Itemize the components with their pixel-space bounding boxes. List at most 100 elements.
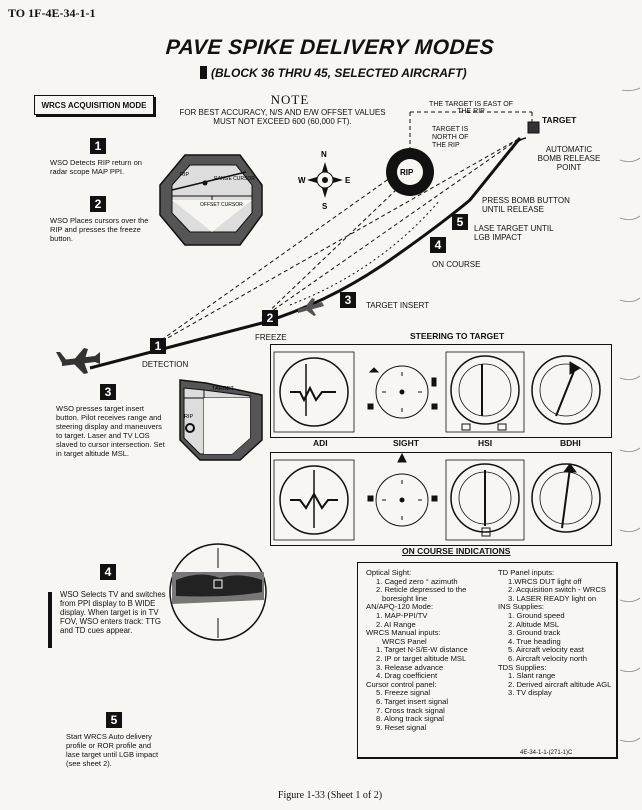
legend-line: Optical Sight: [366, 568, 412, 577]
legend-line: Cursor control panel: [366, 679, 437, 689]
legend-line: 1. Slant range [508, 671, 556, 681]
note-heading: NOTE [270, 92, 310, 107]
target-marker [527, 121, 540, 134]
step-4-text: WSO Selects TV and switches from PPI dis… [60, 590, 166, 635]
legend-line: TDS Supplies: [498, 662, 547, 672]
aircraft-icon [56, 348, 100, 374]
target-north-label: TARGET IS NORTH OF THE RIP [432, 126, 469, 149]
rip-scope-label: RIP [180, 172, 190, 178]
target-insert-label: TARGET INSERT [366, 301, 430, 310]
rip-marker: RIP [386, 148, 434, 196]
step-5-marker: 5 [452, 214, 468, 230]
change-bar-icon [200, 66, 207, 79]
press-bomb-label: PRESS BOMB BUTTON UNTIL RELEASE [482, 196, 570, 214]
legend-line: 3. Ground track [508, 628, 561, 638]
legend-line: 2. Reticle depressed to the [376, 585, 467, 595]
legend-line: 2. Altitude MSL [508, 619, 560, 629]
legend-line: 2. AI Range [376, 619, 416, 629]
legend-line: AN/APQ-120 Mode: [366, 602, 434, 612]
label-hsi: HSI [478, 438, 493, 448]
legend-line: 2. Acquisition switch - WRCS [508, 585, 606, 595]
oncourse-title: ON COURSE INDICATIONS [402, 546, 511, 556]
compass-rose: N S W E [298, 150, 351, 211]
lase-target-label: LASE TARGET UNTIL LGB IMPACT [474, 224, 554, 242]
radar-scope-ppi: RIP RANGE CURSOR OFFSET CURSOR [159, 154, 263, 246]
compass-n: N [321, 150, 327, 159]
range-cursor-label: RANGE CURSOR [214, 176, 255, 182]
tv-display [169, 543, 267, 641]
legend-line: 9. Reset signal [376, 722, 427, 732]
step-1-text: WSO Detects RIP return on radar scope MA… [50, 158, 142, 176]
legend-line: 8. Along track signal [376, 714, 444, 724]
legend-line: 6. Aircraft velocity north [508, 653, 587, 663]
compass-w: W [298, 176, 306, 185]
step-1-marker: 1 [150, 338, 166, 354]
sight-steering [367, 365, 438, 419]
step-2-marker: 2 [262, 310, 278, 326]
legend-line: boresight line [382, 593, 428, 603]
legend-line: WRCS Panel [382, 636, 427, 646]
legend-line: 1. Target N-S/E-W distance [376, 645, 468, 655]
rip-label: RIP [400, 168, 414, 177]
step-3-badge: 3 [100, 384, 116, 400]
target-east-label: THE TARGET IS EAST OF THE RIP [429, 101, 513, 115]
bdhi-oncourse [531, 463, 601, 533]
legend-line: 1. MAP-PPI/TV [376, 610, 428, 620]
on-course-label: ON COURSE [432, 260, 481, 269]
subtitle-text: (BLOCK 36 THRU 45, SELECTED AIRCRAFT) [211, 66, 467, 80]
step-5-text: Start WRCS Auto delivery profile or ROR … [66, 732, 159, 768]
step-3-marker: 3 [340, 292, 356, 308]
step-3-text: WSO presses target insert button. Pilot … [56, 404, 165, 458]
adi-oncourse [273, 459, 355, 541]
legend-line: 6. Target insert signal [376, 696, 449, 706]
bdhi-steering [531, 355, 601, 425]
step-1-badge: 1 [90, 138, 106, 154]
legend-line: WRCS Manual inputs: [366, 628, 441, 638]
oncourse-panel [270, 452, 612, 546]
reference-code: 4E-34-1-1-(271-1)C [520, 750, 573, 756]
label-bdhi: BDHI [560, 438, 581, 448]
rip-scope2-label: RIP [184, 414, 194, 420]
auto-release-label: AUTOMATIC BOMB RELEASE POINT [537, 145, 601, 172]
label-sight: SIGHT [393, 438, 419, 448]
step-2-text: WSO Places cursors over the RIP and pres… [50, 216, 149, 243]
legend-line: TD Panel inputs: [498, 568, 555, 577]
legend-line: 7. Cross track signal [376, 705, 445, 715]
adi-steering [273, 351, 355, 433]
detection-label: DETECTION [142, 360, 189, 369]
legend-line: 1.WRCS DUT light off [508, 576, 582, 586]
instrument-drawings [273, 351, 601, 541]
step-2-badge: 2 [90, 196, 106, 212]
legend-line: 1. Ground speed [508, 610, 565, 620]
note-text: FOR BEST ACCURACY, N/S AND E/W OFFSET VA… [179, 108, 386, 126]
legend-line: 2. Derived aircraft altitude AGL [508, 679, 612, 689]
target-scope-label: TARGET [212, 386, 235, 392]
sight-oncourse [367, 452, 438, 527]
offset-cursor-label: OFFSET CURSOR [200, 202, 243, 208]
step-4-marker: 4 [430, 237, 446, 253]
aircraft-icon-small [298, 298, 324, 316]
label-adi: ADI [313, 438, 328, 448]
radar-scope-target: TARGET RIP [179, 379, 263, 461]
legend-line: 3. LASER READY light on [508, 593, 597, 603]
legend-line: 4. True heading [508, 636, 561, 646]
legend-line: 3. TV display [508, 688, 552, 698]
compass-e: E [345, 176, 351, 185]
legend-line: 2. IP or target altitude MSL [376, 653, 467, 663]
target-label: TARGET [542, 115, 577, 125]
page-subtitle: (BLOCK 36 THRU 45, SELECTED AIRCRAFT) [200, 66, 467, 80]
legend-line: 5. Aircraft velocity east [508, 645, 584, 655]
legend-line: INS Supplies: [498, 602, 545, 612]
legend-line: 4. Drag coefficient [376, 671, 438, 681]
sight-lines [149, 111, 533, 349]
mode-box: WRCS ACQUISITION MODE [34, 95, 154, 115]
step-5-badge: 5 [106, 712, 122, 728]
document-header: TO 1F-4E-34-1-1 [8, 6, 96, 20]
compass-s: S [322, 202, 328, 211]
flight-path [89, 137, 522, 370]
figure-caption: Figure 1-33 (Sheet 1 of 2) [277, 790, 383, 801]
